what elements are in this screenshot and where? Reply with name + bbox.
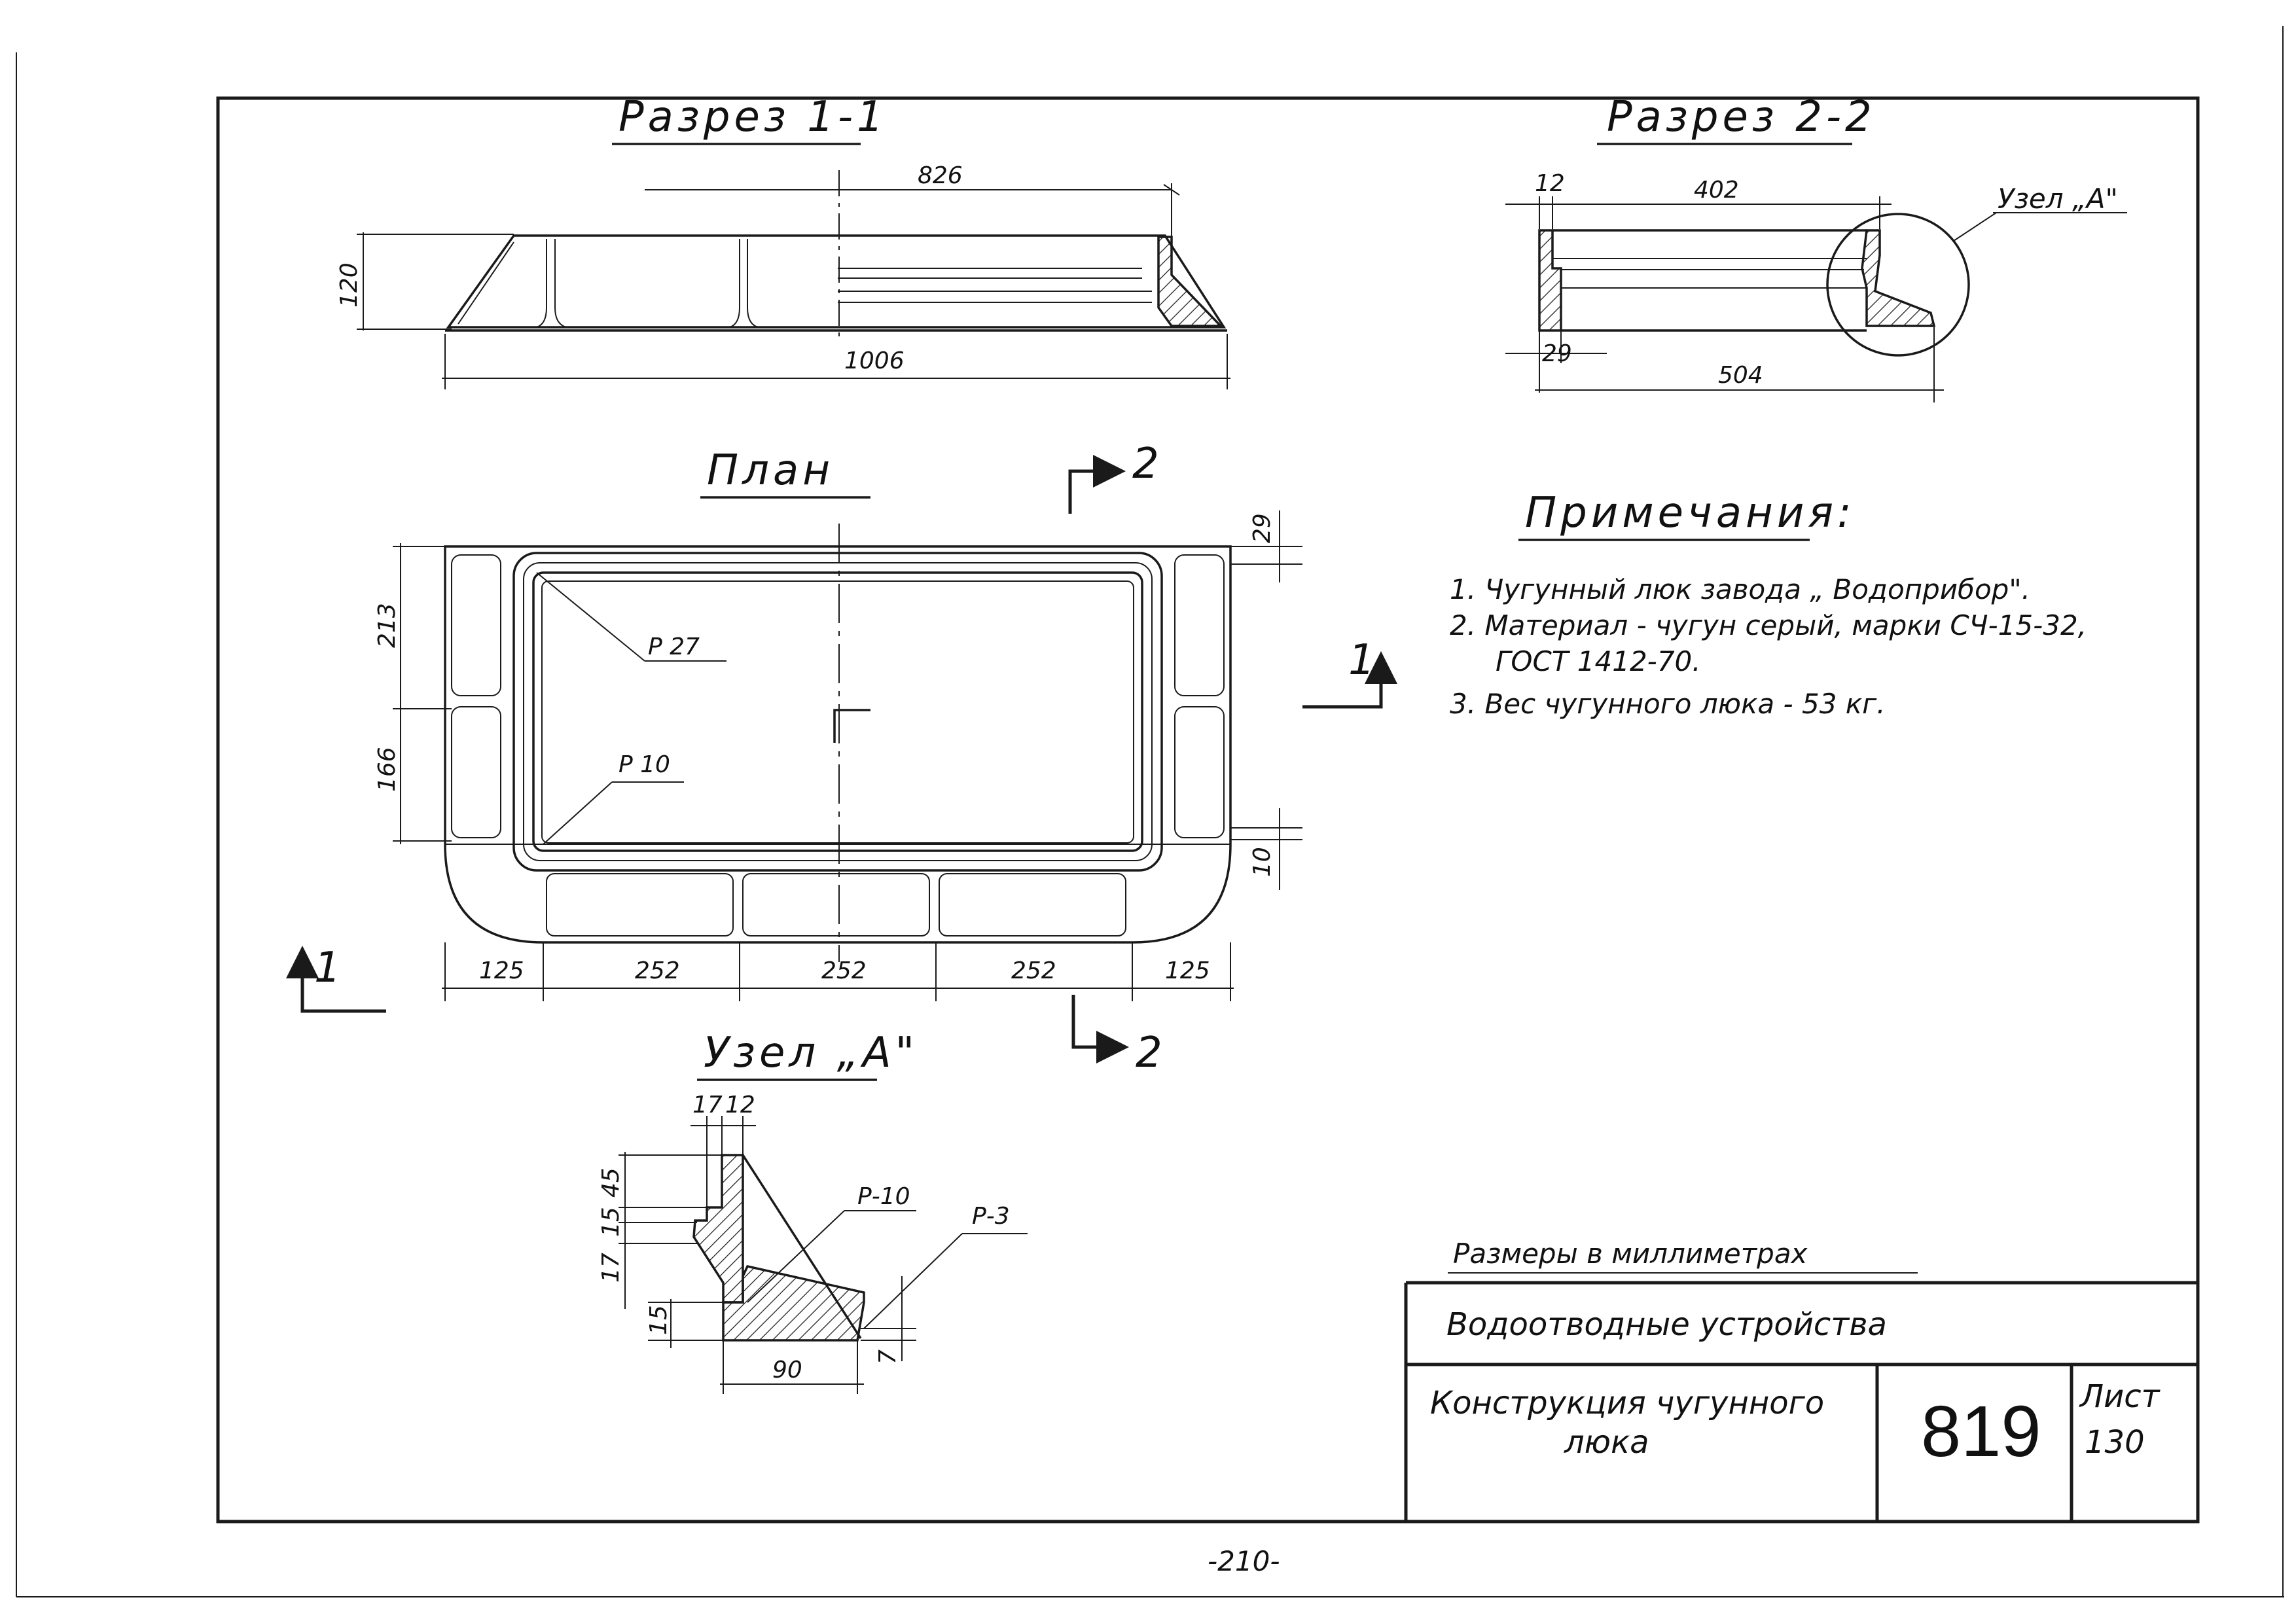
radius-p3-leader: [863, 1233, 963, 1329]
dim-90-label: 90: [772, 1357, 802, 1383]
radius-27-label: Р 27: [648, 633, 700, 660]
section-1-1-title: Разрез 1-1: [619, 93, 888, 141]
section-2-2-right-wall: [1861, 229, 1936, 327]
plan-bottom-cell: [546, 873, 734, 936]
plan-side-cell: [1174, 554, 1225, 696]
dim-bottom-label-3: 252: [821, 957, 867, 984]
plan-outer-ring: [512, 552, 1163, 872]
plan-title: План: [707, 446, 834, 495]
plan-bottom-cell: [742, 873, 930, 936]
notes-heading: Примечания:: [1525, 489, 1856, 537]
radius-10-leader: [543, 781, 613, 845]
title-block: Размеры в миллиметрах Водоотводные устро…: [1404, 1238, 2198, 1522]
node-a-wall-hatch: [692, 1154, 744, 1304]
section-1-1-rib: [536, 239, 547, 328]
title-category: Водоотводные устройства: [1446, 1306, 1887, 1343]
dim-10-plan-label: 10: [1249, 847, 1276, 877]
dim-504-label: 504: [1718, 362, 1763, 389]
plan-side-cell: [451, 706, 501, 838]
dim-15-label: 15: [598, 1207, 624, 1237]
node-a-callout-circle: [1826, 213, 1970, 357]
radius-p10-label: Р-10: [857, 1183, 910, 1210]
plan-view: План Р 27 Р 10 213: [286, 440, 1397, 1077]
cut-2-bottom-label: 2: [1136, 1029, 1166, 1077]
dim-bottom-label-4: 252: [1011, 957, 1056, 984]
radius-p3-label: Р-3: [972, 1203, 1010, 1230]
dim-120-label: 120: [336, 262, 363, 308]
note-2: 2. Материал - чугун серый, марки СЧ-15-3…: [1450, 609, 2087, 641]
section-2-2-title: Разрез 2-2: [1607, 93, 1876, 141]
dim-7-label: 7: [874, 1349, 901, 1364]
cut-2-top-marker: [1068, 455, 1126, 514]
section-1-1-rib: [457, 241, 514, 325]
plan-bottom-cell: [939, 873, 1126, 936]
dim-1006-label: 1006: [844, 348, 905, 374]
node-a-slope: [742, 1154, 862, 1339]
note-2-cont: ГОСТ 1412-70.: [1496, 645, 1701, 677]
node-a-title: Узел „А": [704, 1029, 918, 1077]
cut-1-right-label: 1: [1348, 636, 1379, 685]
drawing-code: 819: [1921, 1391, 2041, 1472]
radius-10-label: Р 10: [619, 751, 670, 778]
plan-ring: [523, 562, 1153, 861]
node-a-leader: [1953, 212, 1997, 241]
section-2-2-view: Разрез 2-2 Узел „А" 12 402 29 504: [1505, 93, 2127, 402]
sheet-number: 130: [2085, 1424, 2145, 1461]
page-number: -210-: [1208, 1545, 1280, 1577]
dim-15b-label: 15: [645, 1305, 672, 1335]
dim-bottom-label-5: 125: [1165, 957, 1210, 984]
cut-2-top-label: 2: [1132, 440, 1163, 488]
section-2-2-left-wall: [1538, 229, 1562, 332]
section-1-1-view: Разрез 1-1 826 120 1006: [336, 93, 1230, 389]
cut-2-bottom-marker: [1071, 995, 1129, 1063]
dim-17-left-label: 17: [598, 1253, 624, 1283]
dim-29-label: 29: [1542, 340, 1572, 367]
section-1-1-rib: [554, 239, 567, 328]
dim-bottom-label-2: 252: [635, 957, 680, 984]
radius-27-leader: [536, 572, 645, 662]
section-1-1-wall-hatch: [1157, 236, 1224, 327]
title-name-line1: Конструкция чугунного: [1430, 1385, 1824, 1421]
dim-12-top-label: 12: [725, 1092, 755, 1118]
section-1-1-outline: [446, 234, 1227, 329]
note-3: 3. Вес чугунного люка - 53 кг.: [1450, 688, 1886, 720]
dim-166-label: 166: [374, 747, 401, 792]
note-1: 1. Чугунный люк завода „ Водоприбор".: [1450, 573, 2030, 605]
title-name-line2: люка: [1564, 1424, 1649, 1461]
node-a-view: Узел „А" 17 12 45 15 17 15 90 7: [598, 1029, 1028, 1394]
dim-45-label: 45: [598, 1168, 624, 1198]
dim-29-plan-label: 29: [1249, 513, 1276, 543]
dim-12-label: 12: [1535, 170, 1565, 197]
sheet-label: Лист: [2079, 1378, 2161, 1415]
cut-1-left-label: 1: [314, 944, 345, 992]
units-note: Размеры в миллиметрах: [1453, 1238, 1808, 1270]
node-a-base-hatch: [722, 1264, 865, 1342]
cut-1-left-marker: [286, 946, 386, 1013]
dim-bottom-label-1: 125: [479, 957, 524, 984]
dim-402-label: 402: [1694, 177, 1739, 204]
plan-opening: [541, 580, 1134, 844]
radius-p10-leader: [747, 1210, 845, 1303]
section-1-1-rib: [729, 239, 740, 328]
node-a-callout-label: Узел „А": [1998, 183, 2118, 215]
plan-center-mark: [833, 709, 870, 743]
section-1-1-rib: [747, 239, 759, 328]
dim-826-label: 826: [918, 162, 963, 189]
drawing-frame: [216, 96, 2200, 1524]
dim-213-label: 213: [374, 603, 401, 648]
plan-side-cell: [451, 554, 501, 696]
plan-inner-ring: [532, 571, 1143, 852]
cut-1-right-marker: [1302, 651, 1397, 709]
plan-outline: [444, 545, 1232, 944]
plan-side-cell: [1174, 706, 1225, 838]
dim-17-top-label: 17: [692, 1092, 723, 1118]
notes-block: Примечания: 1. Чугунный люк завода „ Вод…: [1450, 489, 2087, 720]
